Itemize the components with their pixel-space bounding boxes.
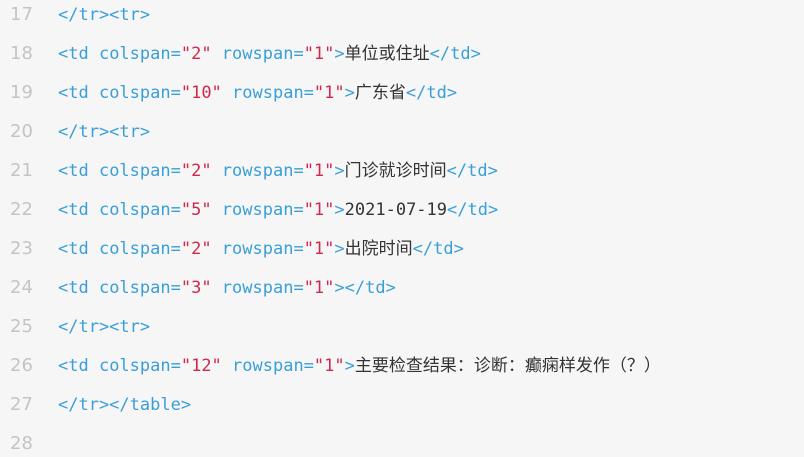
line-content: <td colspan="2" rowspan="1">单位或住址</td> bbox=[58, 44, 481, 64]
code-token: "12" bbox=[180, 356, 222, 376]
code-token: rowspan= bbox=[211, 161, 304, 181]
line-content: <td colspan="5" rowspan="1">2021-07-19</… bbox=[58, 200, 498, 220]
code-token: "2" bbox=[180, 239, 212, 259]
code-line[interactable]: 28 bbox=[0, 434, 804, 457]
code-token: "1" bbox=[303, 239, 335, 259]
code-token: rowspan= bbox=[211, 200, 304, 220]
line-number: 27 bbox=[10, 394, 33, 415]
code-token: </tr><tr> bbox=[58, 5, 151, 25]
code-token: 2021-07-19 bbox=[344, 200, 448, 220]
code-token: <td bbox=[58, 200, 99, 220]
line-content: <td colspan="10" rowspan="1">广东省</td> bbox=[58, 83, 457, 103]
line-number: 22 bbox=[10, 199, 33, 220]
code-token: </td> bbox=[412, 239, 464, 259]
code-line[interactable]: 19 <td colspan="10" rowspan="1">广东省</td> bbox=[0, 83, 804, 122]
line-content: <td colspan="2" rowspan="1">门诊就诊时间</td> bbox=[58, 161, 498, 181]
code-token: "1" bbox=[303, 278, 335, 298]
code-token: > bbox=[344, 83, 355, 103]
line-content: </tr><tr> bbox=[58, 5, 150, 25]
code-line[interactable]: 18 <td colspan="2" rowspan="1">单位或住址</td… bbox=[0, 44, 804, 83]
code-token: ></td> bbox=[334, 278, 396, 298]
code-token: "10" bbox=[180, 83, 222, 103]
code-token: > bbox=[334, 161, 345, 181]
code-token: 广东省 bbox=[354, 83, 406, 103]
code-token: <td bbox=[58, 356, 99, 376]
line-number: 23 bbox=[10, 238, 33, 259]
code-line[interactable]: 23 <td colspan="2" rowspan="1">出院时间</td> bbox=[0, 239, 804, 278]
code-token: colspan= bbox=[98, 278, 181, 298]
code-token: colspan= bbox=[98, 161, 181, 181]
line-number: 26 bbox=[10, 355, 33, 376]
code-line[interactable]: 26 <td colspan="12" rowspan="1">主要检查结果：诊… bbox=[0, 356, 804, 395]
code-token: rowspan= bbox=[211, 239, 304, 259]
code-token: <td bbox=[58, 44, 99, 64]
code-token: </td> bbox=[447, 200, 499, 220]
line-number: 21 bbox=[10, 160, 33, 181]
line-number: 18 bbox=[10, 43, 33, 64]
line-content: <td colspan="12" rowspan="1">主要检查结果：诊断：癫… bbox=[58, 356, 661, 376]
line-content: <td colspan="3" rowspan="1"></td> bbox=[58, 278, 396, 298]
code-token: rowspan= bbox=[221, 83, 314, 103]
line-content: </tr><tr> bbox=[58, 317, 150, 337]
code-token: </td> bbox=[446, 161, 498, 181]
line-content: <td colspan="2" rowspan="1">出院时间</td> bbox=[58, 239, 464, 259]
code-token: > bbox=[334, 44, 345, 64]
code-token: </td> bbox=[429, 44, 481, 64]
code-token: <td bbox=[58, 83, 99, 103]
code-line[interactable]: 20 </tr><tr> bbox=[0, 122, 804, 161]
line-number: 24 bbox=[10, 277, 33, 298]
code-token: "1" bbox=[303, 44, 335, 64]
code-token: > bbox=[344, 356, 355, 376]
code-token: <td bbox=[58, 239, 99, 259]
line-number: 17 bbox=[10, 4, 33, 25]
code-token: rowspan= bbox=[211, 44, 304, 64]
code-token: "3" bbox=[180, 278, 212, 298]
code-token: </tr><tr> bbox=[58, 317, 151, 337]
code-token: 主要检查结果：诊断：癫痫样发作（？） bbox=[354, 356, 661, 376]
code-line[interactable]: 27 </tr></table> bbox=[0, 395, 804, 434]
line-number: 28 bbox=[10, 433, 33, 454]
code-token: "2" bbox=[180, 44, 212, 64]
code-token: "1" bbox=[303, 161, 335, 181]
code-line[interactable]: 24 <td colspan="3" rowspan="1"></td> bbox=[0, 278, 804, 317]
code-token: 门诊就诊时间 bbox=[344, 161, 447, 181]
code-token: "1" bbox=[313, 356, 345, 376]
code-token: </tr><tr> bbox=[58, 122, 151, 142]
code-line[interactable]: 17 </tr><tr> bbox=[0, 5, 804, 44]
code-token: rowspan= bbox=[211, 278, 304, 298]
code-line[interactable]: 22 <td colspan="5" rowspan="1">2021-07-1… bbox=[0, 200, 804, 239]
code-token: "1" bbox=[313, 83, 345, 103]
line-content: </tr><tr> bbox=[58, 122, 150, 142]
code-token: colspan= bbox=[98, 44, 181, 64]
code-token: > bbox=[334, 239, 345, 259]
code-token: "5" bbox=[180, 200, 212, 220]
code-token: 单位或住址 bbox=[344, 44, 430, 64]
code-token: <td bbox=[58, 161, 99, 181]
code-token: colspan= bbox=[98, 356, 181, 376]
line-content: </tr></table> bbox=[58, 395, 191, 415]
code-token: <td bbox=[58, 278, 99, 298]
code-token: colspan= bbox=[98, 200, 181, 220]
code-token: colspan= bbox=[98, 239, 181, 259]
code-token: colspan= bbox=[98, 83, 181, 103]
code-token: "2" bbox=[180, 161, 212, 181]
code-token: rowspan= bbox=[221, 356, 314, 376]
line-number: 25 bbox=[10, 316, 33, 337]
line-number: 19 bbox=[10, 82, 33, 103]
code-token: </td> bbox=[405, 83, 458, 103]
code-token: "1" bbox=[303, 200, 335, 220]
line-number: 20 bbox=[10, 121, 33, 142]
code-line[interactable]: 21 <td colspan="2" rowspan="1">门诊就诊时间</t… bbox=[0, 161, 804, 200]
code-line[interactable]: 25 </tr><tr> bbox=[0, 317, 804, 356]
code-token: 出院时间 bbox=[344, 239, 413, 259]
code-token: </tr></table> bbox=[58, 395, 192, 415]
code-token: > bbox=[334, 200, 345, 220]
